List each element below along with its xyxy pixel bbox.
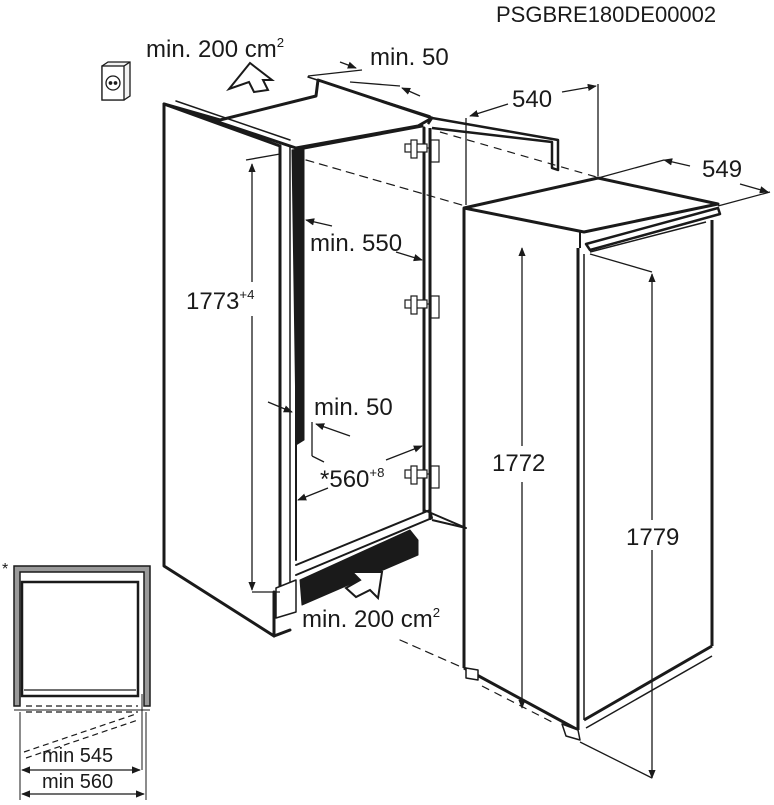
dimension-lines <box>245 61 771 779</box>
document-code: PSGBRE180DE00002 <box>496 2 717 27</box>
airflow-in-arrow-icon <box>344 571 384 601</box>
bottom-vent-label: min. 200 cm2 <box>302 606 440 632</box>
appliance-body-height-label: 1772 <box>492 450 546 477</box>
inset-plan-view <box>13 565 151 800</box>
bottom-vent-value: min. 200 cm <box>302 605 433 633</box>
niche-door <box>426 116 601 529</box>
niche-width-value: 560 <box>329 465 370 493</box>
top-vent-label: min. 200 cm2 <box>146 36 284 62</box>
inset-min-inner-label: min 545 <box>42 745 114 767</box>
bottom-vent-sup: 2 <box>432 605 441 620</box>
top-gap-label: min. 50 <box>370 44 449 71</box>
side-gap-label: min. 50 <box>314 394 393 421</box>
appliance-depth-label: 549 <box>702 156 743 183</box>
appliance-width-label: 540 <box>512 86 553 113</box>
niche-height-label: 1773+4 <box>186 288 254 314</box>
niche-height-sup: +4 <box>239 287 255 302</box>
power-socket-icon <box>101 61 131 101</box>
niche-cabinet <box>162 76 469 671</box>
niche-width-asterisk: * <box>320 465 330 493</box>
appliance-total-height-label: 1779 <box>626 524 680 551</box>
inset-asterisk: * <box>2 561 9 578</box>
niche-depth-label: min. 550 <box>310 230 403 257</box>
appliance <box>462 176 722 741</box>
niche-width-sup: +8 <box>369 465 385 480</box>
niche-width-label: *560+8 <box>320 466 384 492</box>
inset-min-outer-label: min 560 <box>42 771 114 793</box>
top-vent-sup: 2 <box>276 35 285 50</box>
top-vent-value: min. 200 cm <box>146 35 277 63</box>
airflow-up-arrow-icon <box>226 61 275 94</box>
hinge-icon <box>404 139 440 489</box>
niche-height-value: 1773 <box>186 287 240 315</box>
